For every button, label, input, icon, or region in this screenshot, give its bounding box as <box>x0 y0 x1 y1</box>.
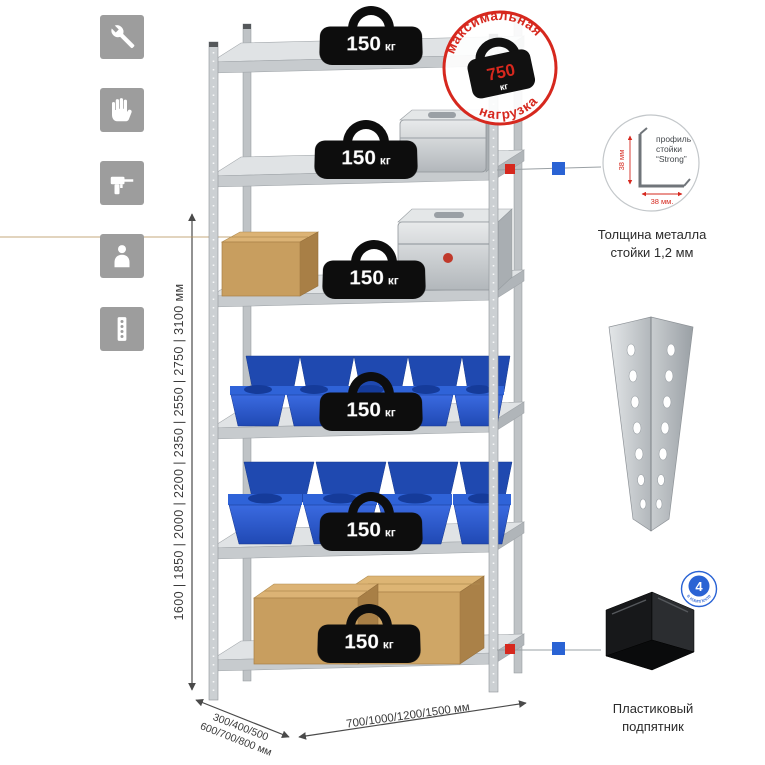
height-dimension-label: 1600 | 1850 | 2000 | 2200 | 2350 | 2550 … <box>172 283 186 621</box>
marker-red-square <box>505 644 515 654</box>
load-value: 150 <box>346 399 381 422</box>
kettlebell-handle <box>346 604 392 628</box>
profile-label-2: стойки <box>656 144 682 154</box>
load-unit: кг <box>384 39 396 54</box>
marker-blue-square <box>552 642 565 655</box>
badge-arc-text: в комплекте <box>685 593 713 604</box>
load-value: 150 <box>349 267 384 290</box>
dimension-lines <box>188 213 527 740</box>
kettlebell-handle <box>348 492 394 516</box>
load-unit: кг <box>387 273 399 288</box>
foot-caption-line-2: подпятник <box>622 718 684 734</box>
profile-label-1: профиль <box>656 134 692 144</box>
load-unit: кг <box>382 637 394 652</box>
glove-icon <box>100 88 144 132</box>
angle-post-illustration <box>608 316 694 532</box>
rack-front-posts <box>208 33 499 701</box>
stamp-load-unit: кг <box>499 81 509 93</box>
kettlebell-handle <box>348 6 394 30</box>
profile-dim-horizontal: 38 мм. <box>651 197 674 206</box>
badge-number: 4 <box>695 579 703 594</box>
marker-blue-square <box>552 162 565 175</box>
included-count-badge: 4 в комплекте <box>680 570 718 608</box>
profile-caption-line-2: стойки 1,2 мм <box>610 244 694 260</box>
cardboard-box-small <box>0 231 320 297</box>
profile-caption: Толщина металла стойки 1,2 мм <box>571 226 733 261</box>
profile-caption-line-1: Толщина металла <box>597 227 707 242</box>
plastic-foot-illustration: 4 в комплекте <box>605 570 718 671</box>
perforated-post-icon <box>100 307 144 351</box>
kettlebell-handle <box>351 240 397 264</box>
load-value: 150 <box>346 519 381 542</box>
profile-label-3: “Strong” <box>656 154 687 164</box>
load-value: 150 <box>341 147 376 170</box>
person-icon <box>100 234 144 278</box>
drill-icon <box>100 161 144 205</box>
foot-caption: Пластиковый подпятник <box>573 700 733 735</box>
max-load-stamp: максимальная нагрузка 750 кг <box>436 0 558 128</box>
kettlebell-handle <box>343 120 389 144</box>
callout-connectors <box>496 162 602 655</box>
post-profile-detail: 38 мм 38 мм. профиль стойки “Strong” <box>602 114 700 212</box>
load-unit: кг <box>384 525 396 540</box>
kettlebell-handle <box>348 372 394 396</box>
load-value: 150 <box>346 33 381 56</box>
stamp-kettlebell-icon: 750 кг <box>467 37 536 99</box>
load-unit: кг <box>384 405 396 420</box>
profile-dim-vertical: 38 мм <box>617 150 626 171</box>
load-unit: кг <box>379 153 391 168</box>
load-value: 150 <box>344 631 379 654</box>
foot-caption-line-1: Пластиковый <box>612 701 694 716</box>
marker-red-square <box>505 164 515 174</box>
wrench-icon <box>100 15 144 59</box>
